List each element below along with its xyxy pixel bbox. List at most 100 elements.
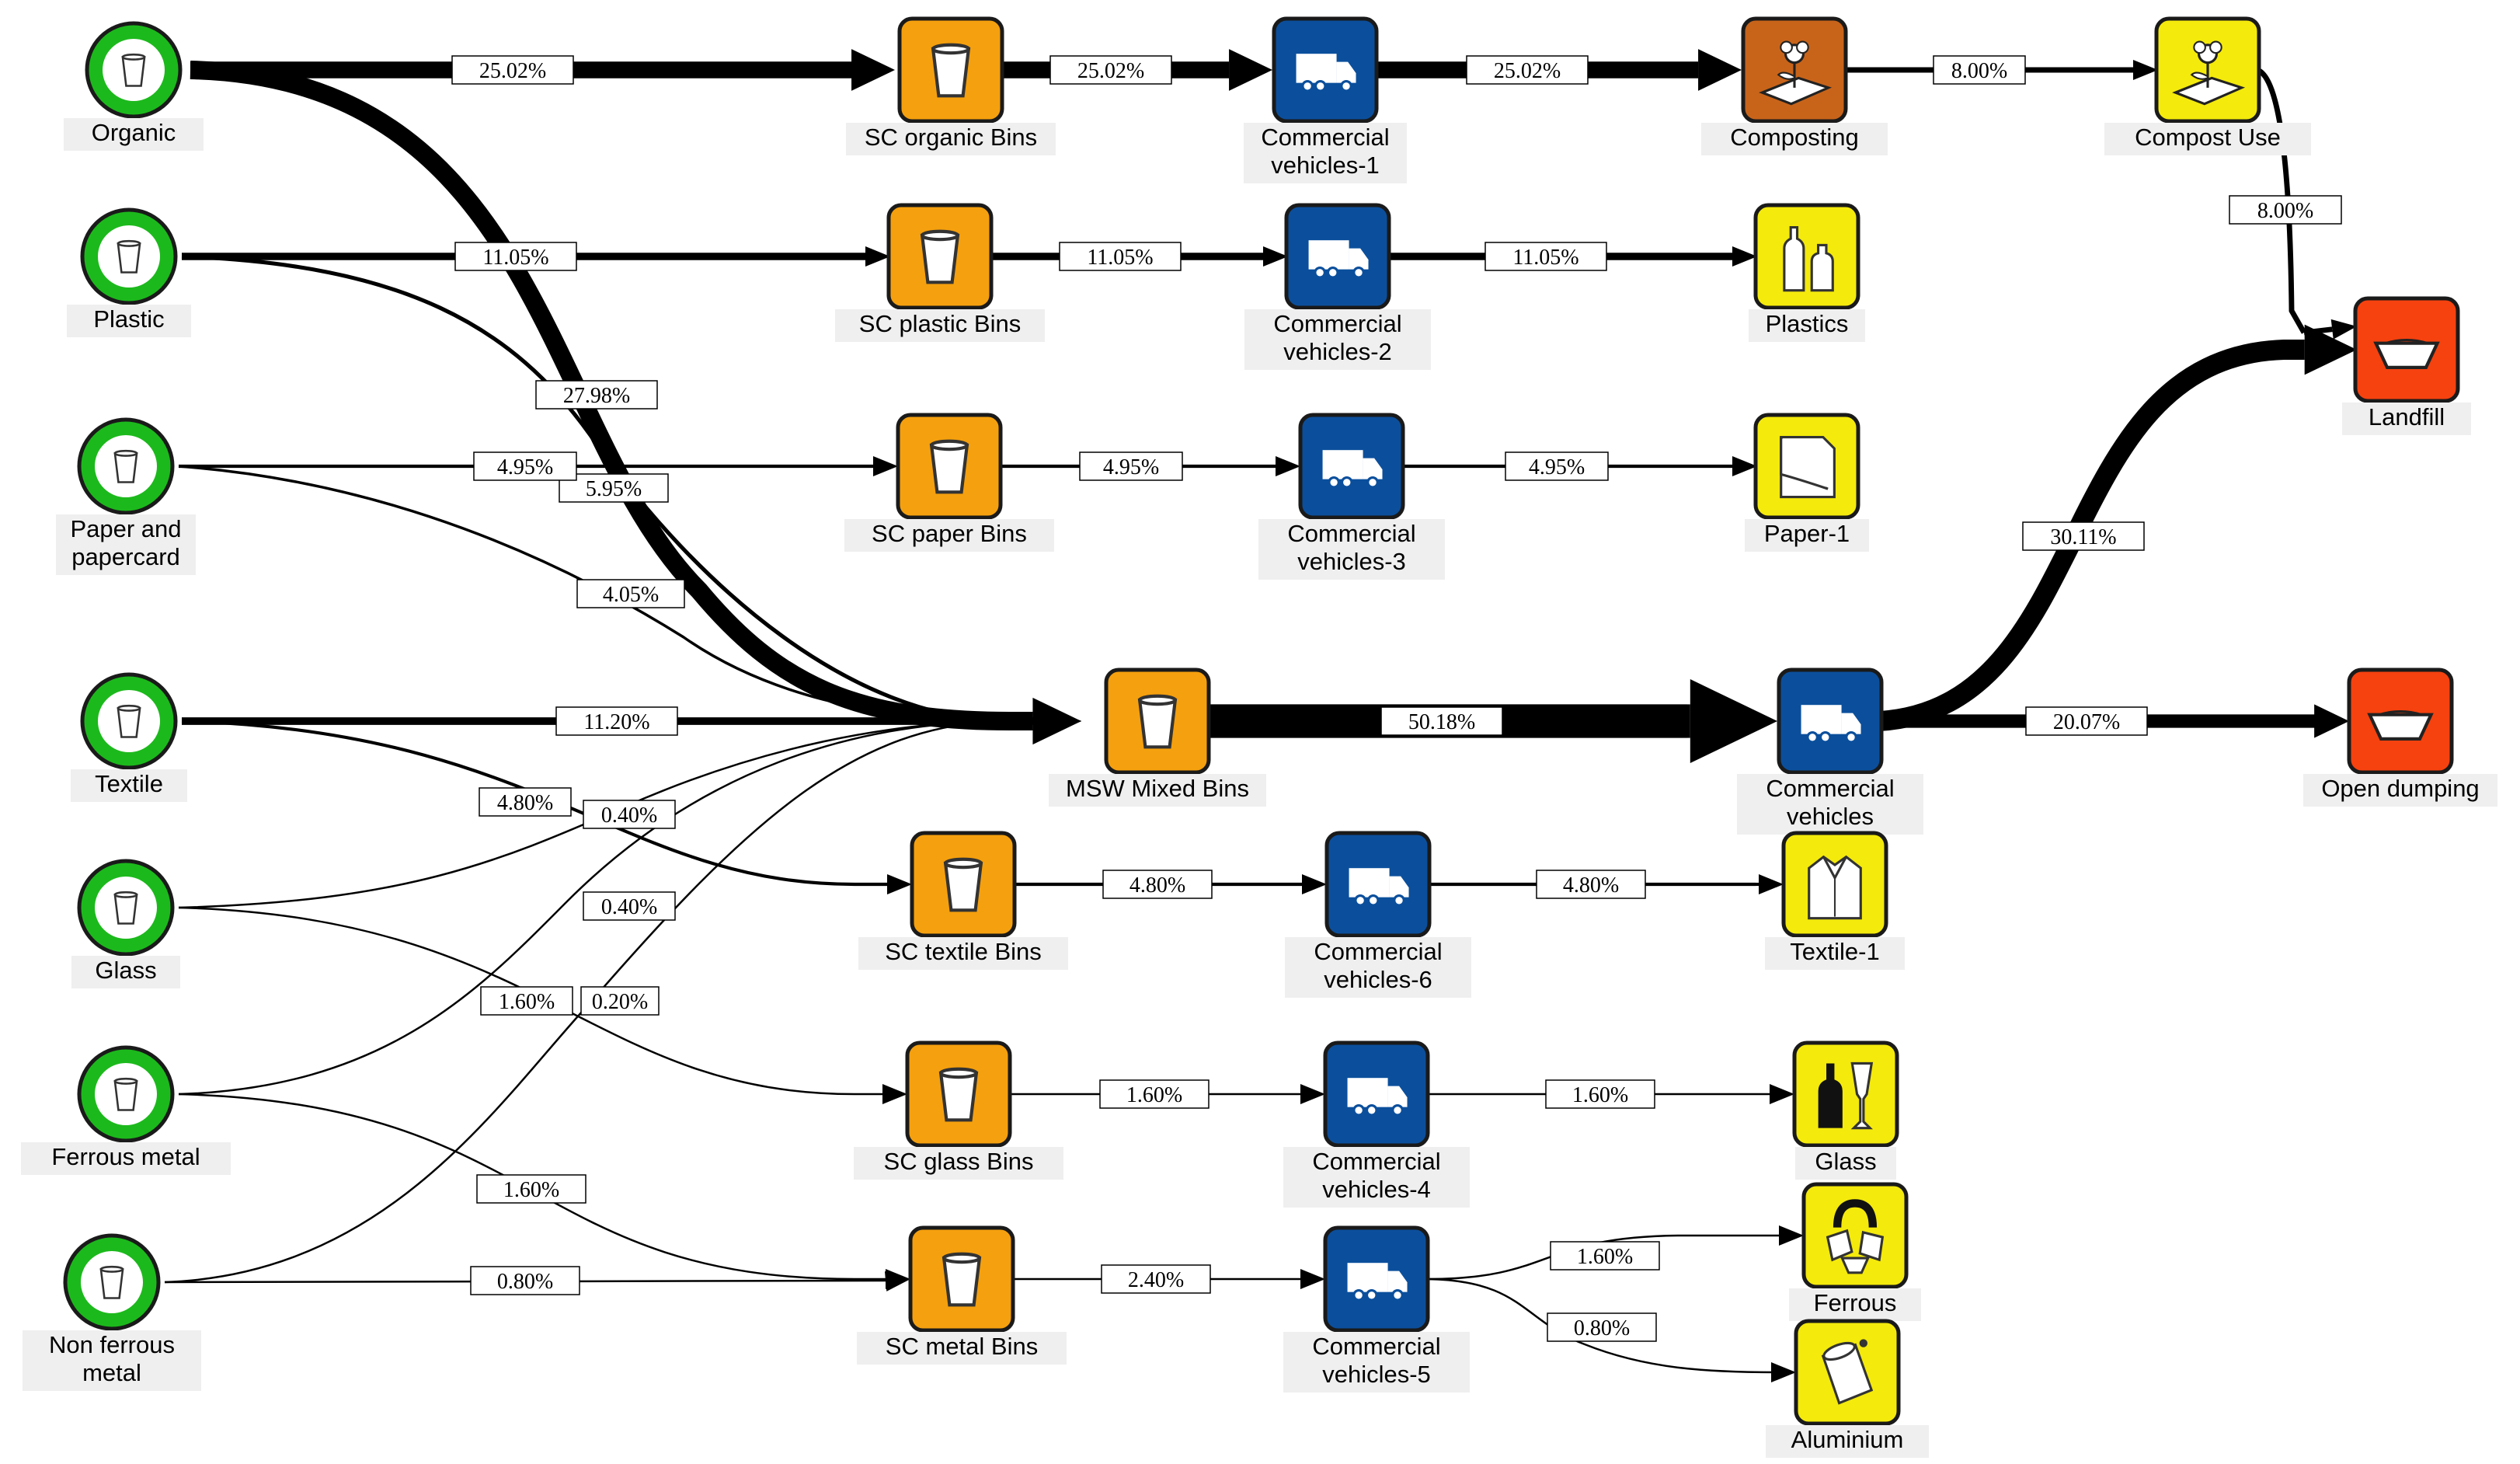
flow-line [190, 60, 1011, 731]
flow-label: 2.40% [1101, 1264, 1211, 1294]
flow-label: 20.07% [2025, 706, 2148, 736]
flow-label: 11.05% [454, 242, 577, 271]
node-composting[interactable]: Composting [1701, 16, 1888, 155]
node-label: vehicles-2 [1283, 338, 1392, 365]
node-label-bg [2104, 123, 2311, 155]
node-sc-paper[interactable]: SC paper Bins [844, 413, 1054, 552]
node-label: Open dumping [2321, 775, 2479, 802]
node-compost-use[interactable]: Compost Use [2104, 16, 2311, 155]
flow-label: 11.05% [1059, 242, 1182, 271]
node-label: Commercial [1287, 520, 1415, 547]
node-plastics[interactable]: Plastics [1749, 203, 1865, 342]
node-label-bg [64, 118, 204, 151]
flow-label: 25.02% [1049, 55, 1172, 85]
flow-label: 4.95% [473, 451, 577, 481]
flow-label-box [555, 706, 678, 736]
node-label: Textile [95, 770, 163, 797]
pit-icon [2369, 712, 2431, 739]
bin-icon [941, 1069, 976, 1121]
flow-label: 8.00% [2229, 195, 2342, 225]
flow-label: 27.98% [535, 380, 658, 410]
flow-label-box [1099, 1079, 1210, 1109]
node-label-bg [857, 1332, 1067, 1365]
node-sc-plastic[interactable]: SC plastic Bins [835, 203, 1045, 342]
arrowhead [1698, 49, 1742, 91]
flow-label-box [1101, 1264, 1211, 1294]
flow-label: 0.20% [580, 986, 660, 1016]
node-label-bg [1749, 309, 1865, 342]
node-aluminium[interactable]: Aluminium [1766, 1319, 1929, 1458]
node-open-dumping[interactable]: Open dumping [2303, 668, 2497, 807]
flow-label-text: 4.95% [1103, 455, 1159, 479]
node-label-bg [1283, 1332, 1470, 1393]
node-textile[interactable]: Textile [71, 672, 187, 802]
flow-label-text: 0.80% [1574, 1316, 1630, 1340]
bin-icon [945, 859, 981, 911]
node-sc-organic[interactable]: SC organic Bins [846, 16, 1056, 155]
node-msw-mixed[interactable]: MSW Mixed Bins [1049, 668, 1266, 807]
flow-label-text: 2.40% [1128, 1268, 1184, 1292]
node-label: Commercial [1261, 124, 1389, 151]
node-label-bg [1285, 937, 1471, 998]
arrowhead [873, 456, 898, 476]
flow-label: 0.80% [1547, 1312, 1657, 1342]
node-paper1[interactable]: Paper-1 [1745, 413, 1869, 552]
flow-label: 4.80% [479, 787, 572, 817]
node-label: Commercial [1314, 938, 1442, 965]
node-label: metal [82, 1359, 141, 1386]
flow-label-text: 30.11% [2050, 525, 2116, 549]
node-label-bg [835, 309, 1045, 342]
node-sc-textile[interactable]: SC textile Bins [858, 831, 1068, 970]
flow-label: 4.80% [1102, 870, 1213, 899]
flow-label-text: 27.98% [563, 384, 630, 408]
node-label: SC textile Bins [885, 938, 1042, 965]
bin-icon [113, 449, 138, 483]
node-plastic[interactable]: Plastic [67, 207, 191, 337]
flow-label-text: 50.18% [1408, 710, 1475, 734]
node-sc-glass[interactable]: SC glass Bins [854, 1040, 1063, 1180]
node-organic[interactable]: Organic [64, 21, 204, 151]
flow-label-text: 25.02% [479, 59, 546, 83]
node-glass-out[interactable]: Glass [1792, 1040, 1899, 1180]
node-label: SC organic Bins [865, 124, 1037, 151]
flow-label: 25.02% [451, 55, 574, 85]
flow-line [178, 720, 1011, 1096]
arrowhead [1732, 456, 1757, 476]
node-sc-metal[interactable]: SC metal Bins [857, 1225, 1067, 1365]
node-label: Plastic [93, 305, 164, 333]
arrowhead [1229, 49, 1272, 91]
node-label: Commercial [1312, 1333, 1440, 1360]
node-label-bg [1795, 1147, 1896, 1180]
flow-label-box [1536, 870, 1646, 899]
node-label-bg [21, 1142, 231, 1175]
bin-icon [117, 239, 141, 274]
arrowhead [2314, 704, 2349, 738]
arrowhead [882, 1084, 907, 1104]
flow-label-text: 0.80% [497, 1270, 553, 1294]
arrowhead [1056, 711, 1081, 731]
bin-icon [1140, 696, 1175, 748]
node-textile1[interactable]: Textile-1 [1765, 831, 1905, 970]
node-ferrous[interactable]: Ferrous metal [21, 1045, 231, 1175]
node-box [1753, 203, 1860, 310]
flow-label-text: 0.40% [601, 803, 657, 828]
flow-label-box [1079, 451, 1183, 481]
node-label-bg [1766, 1425, 1929, 1458]
node-label: vehicles-3 [1297, 548, 1406, 575]
flow-label-box [576, 579, 685, 608]
node-landfill[interactable]: Landfill [2342, 296, 2471, 435]
node-glass[interactable]: Glass [71, 859, 180, 988]
node-label-bg [2303, 774, 2497, 807]
node-ferrous-out[interactable]: Ferrous [1789, 1182, 1921, 1321]
flow-label-text: 8.00% [1951, 59, 2007, 83]
flow-label: 8.00% [1933, 55, 2026, 85]
